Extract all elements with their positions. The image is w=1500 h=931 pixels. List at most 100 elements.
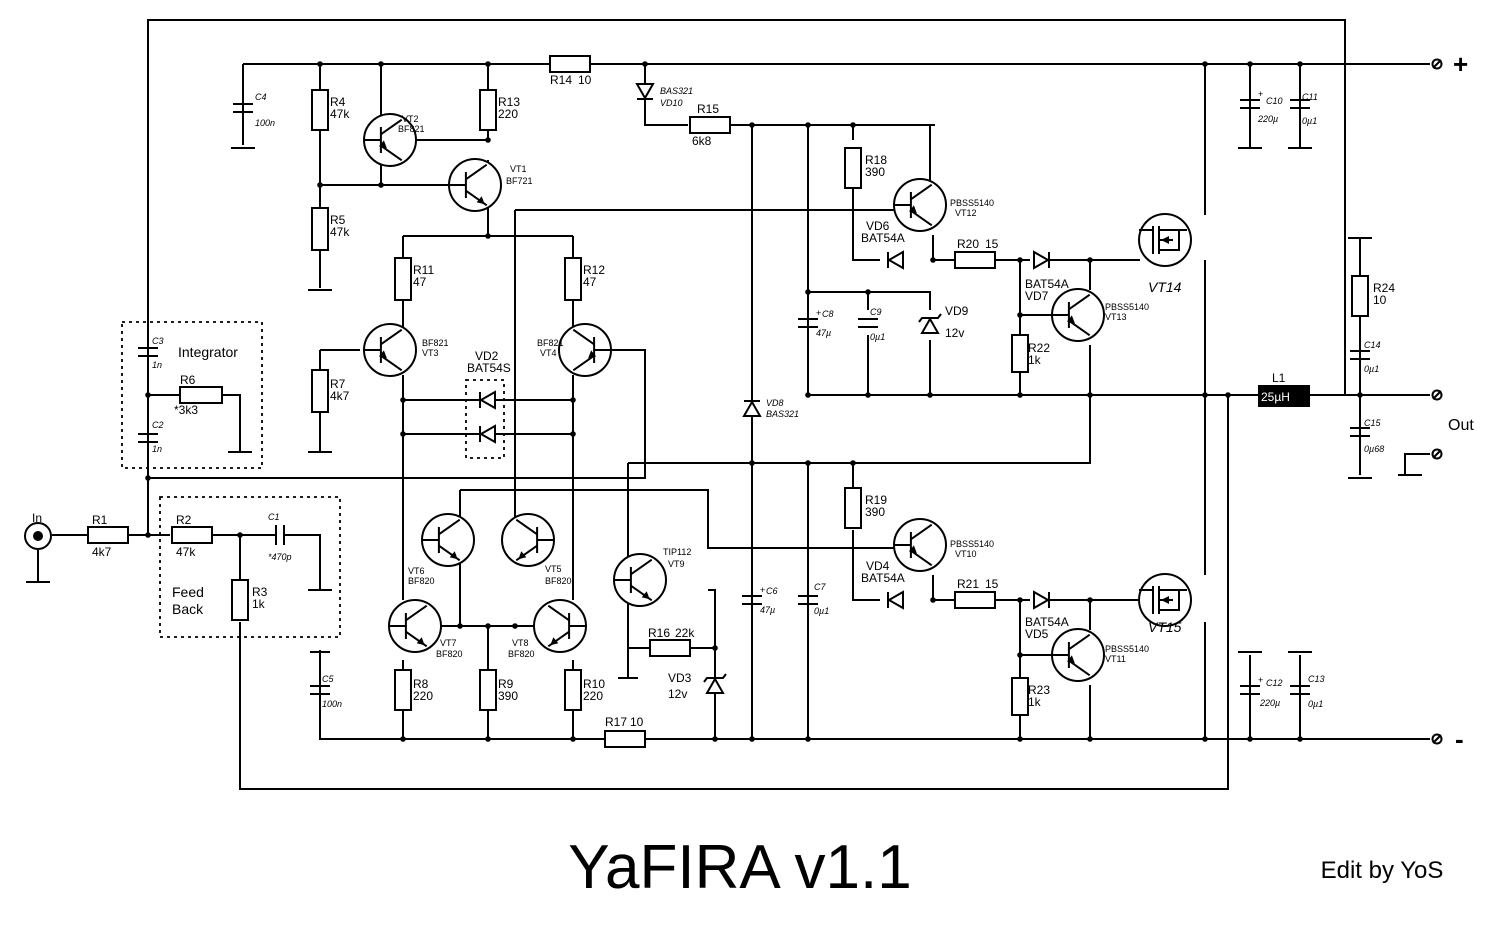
label-vt14: VT14 bbox=[1148, 279, 1182, 295]
capacitor-c9 bbox=[858, 318, 878, 328]
resistor-r3 bbox=[231, 579, 249, 621]
label-vd2: VD2 bbox=[475, 349, 499, 363]
value-r4: 47k bbox=[330, 107, 350, 121]
label-r2: R2 bbox=[176, 513, 192, 527]
label-c3: C3 bbox=[152, 336, 164, 346]
label-r20: R20 bbox=[957, 237, 979, 251]
value-c3: 1n bbox=[152, 360, 162, 370]
label-c8: C8 bbox=[822, 309, 834, 319]
terminal-out bbox=[1431, 389, 1443, 401]
wire bbox=[460, 489, 895, 549]
value-c13: 0µ1 bbox=[1308, 699, 1323, 709]
value-vt11: PBSS5140 bbox=[1105, 644, 1149, 654]
value-c4: 100n bbox=[255, 118, 275, 128]
value-r16: 22k bbox=[675, 626, 695, 640]
resistor-r19 bbox=[844, 487, 862, 529]
resistor-r24 bbox=[1351, 275, 1369, 317]
resistor-r12 bbox=[564, 257, 582, 301]
label-r18: R18 bbox=[865, 153, 887, 167]
junction-dot bbox=[570, 736, 576, 742]
transistor-vt5 bbox=[501, 513, 555, 567]
resistor-r10 bbox=[564, 669, 582, 711]
value-r8: 220 bbox=[413, 689, 433, 703]
transistor-vt6 bbox=[421, 513, 475, 567]
value-vd4: BAT54A bbox=[861, 571, 905, 585]
svg-text:+: + bbox=[1258, 89, 1263, 99]
label-vt8: VT8 bbox=[512, 638, 529, 648]
junction-dot bbox=[1202, 61, 1208, 67]
resistor-r1 bbox=[87, 526, 129, 544]
junction-dot bbox=[865, 289, 871, 295]
terminal-out-label: Out bbox=[1448, 417, 1474, 434]
value-r20: 15 bbox=[985, 237, 999, 251]
value-vt3: BF821 bbox=[422, 338, 449, 348]
value-vt2: BF821 bbox=[398, 124, 425, 134]
value-vd7: BAT54A bbox=[1025, 277, 1069, 291]
resistor-r15 bbox=[689, 116, 731, 134]
capacitor-c1 bbox=[275, 525, 285, 545]
value-c8: 47µ bbox=[816, 328, 831, 338]
diode-vd2a bbox=[478, 390, 496, 410]
junction-dot bbox=[378, 182, 384, 188]
wire bbox=[148, 349, 646, 479]
zener-vd9 bbox=[918, 313, 942, 334]
label-vd3: VD3 bbox=[668, 671, 692, 685]
svg-text:+: + bbox=[1258, 675, 1263, 685]
junction-dot bbox=[485, 233, 491, 239]
feedback-label-1: Feed bbox=[172, 584, 204, 600]
junction-dot bbox=[749, 122, 755, 128]
value-r22: 1k bbox=[1028, 353, 1042, 367]
value-r18: 390 bbox=[865, 165, 885, 179]
junction-dot bbox=[1202, 736, 1208, 742]
junction-dot bbox=[485, 623, 491, 629]
transistor-vt2 bbox=[363, 113, 417, 167]
capacitor-c13 bbox=[1290, 685, 1310, 695]
terminal-minus-label: - bbox=[1455, 724, 1464, 754]
transistor-vt1 bbox=[448, 158, 502, 212]
value-vt5: BF820 bbox=[545, 576, 572, 586]
value-c5: 100n bbox=[322, 699, 342, 709]
junction-dot bbox=[805, 122, 811, 128]
label-c5: C5 bbox=[322, 674, 334, 684]
value-l1: 25µH bbox=[1261, 390, 1290, 404]
label-vt10: VT10 bbox=[955, 549, 977, 559]
titles: YaFIRA v1.1 Edit by YoS + - Out In Integ… bbox=[32, 49, 1474, 902]
component-labels: R447kR547kR13220R1147R1247R74k7R8220R939… bbox=[92, 73, 1395, 729]
capacitor-c2 bbox=[138, 433, 158, 443]
label-r15: R15 bbox=[697, 102, 719, 116]
junction-dot bbox=[930, 257, 936, 263]
junction-dot bbox=[512, 623, 518, 629]
junction-dot bbox=[805, 460, 811, 466]
components: ++++ bbox=[24, 55, 1443, 748]
diode-vd6 bbox=[886, 250, 904, 270]
value-c11: 0µ1 bbox=[1302, 116, 1317, 126]
label-c4: C4 bbox=[255, 92, 267, 102]
transistor-vt11 bbox=[1051, 628, 1105, 682]
junction-dot bbox=[712, 645, 718, 651]
value-c15: 0µ68 bbox=[1364, 444, 1384, 454]
value-r19: 390 bbox=[865, 505, 885, 519]
label-vt4: VT4 bbox=[540, 348, 557, 358]
wire bbox=[932, 575, 955, 601]
resistor-r14 bbox=[549, 55, 591, 73]
label-vt7: VT7 bbox=[440, 638, 457, 648]
value-r2: 47k bbox=[176, 545, 196, 559]
value-vt12: PBSS5140 bbox=[950, 198, 994, 208]
label-r23: R23 bbox=[1028, 683, 1050, 697]
transistor-vt3 bbox=[363, 323, 417, 377]
junction-dot bbox=[400, 736, 406, 742]
capacitor-c3 bbox=[138, 347, 158, 357]
resistor-r22 bbox=[1011, 334, 1029, 373]
label-r9: R9 bbox=[498, 677, 514, 691]
junction-dot bbox=[865, 392, 871, 398]
value-r15: 6k8 bbox=[692, 134, 712, 148]
resistor-r18 bbox=[844, 147, 862, 189]
diode-vd5 bbox=[1033, 590, 1051, 610]
label-c15: C15 bbox=[1364, 418, 1382, 428]
junction-dot bbox=[1357, 392, 1363, 398]
label-r17: R17 bbox=[605, 715, 627, 729]
junction-dot bbox=[1087, 736, 1093, 742]
diode-vd2b bbox=[478, 424, 496, 444]
value-vd3: 12v bbox=[668, 687, 687, 701]
transistor-vt8 bbox=[533, 599, 587, 653]
